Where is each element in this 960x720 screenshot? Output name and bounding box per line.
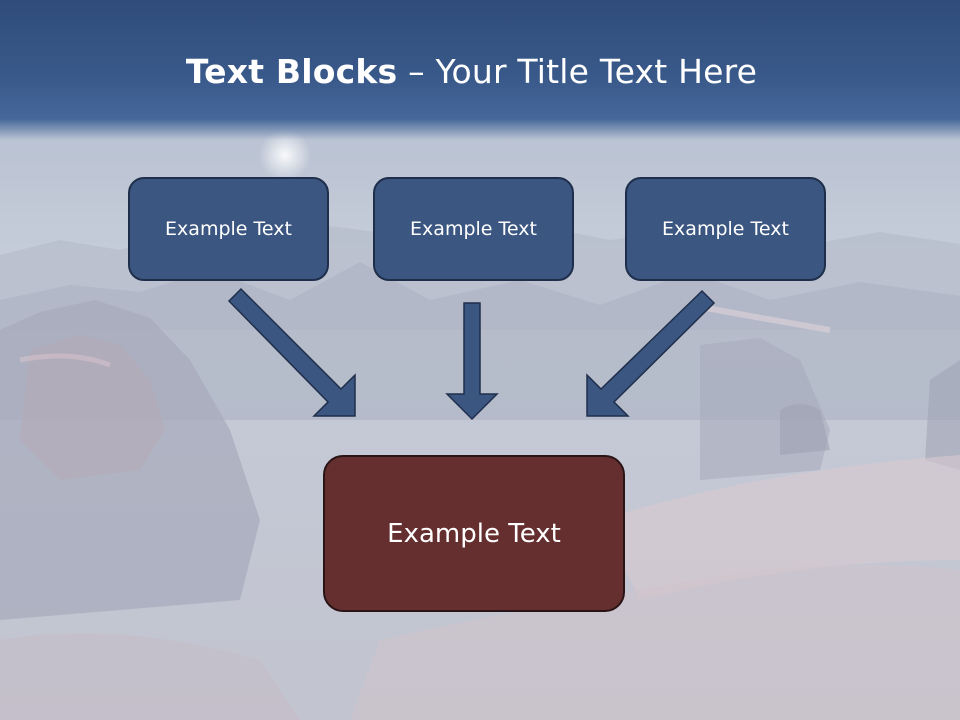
text-block-top-right[interactable]: Example Text [625,177,826,281]
text-block-bottom-label: Example Text [387,518,561,549]
text-block-top-left[interactable]: Example Text [128,177,329,281]
text-block-top-right-label: Example Text [662,218,789,240]
text-block-bottom[interactable]: Example Text [323,455,625,612]
title-band [0,0,960,140]
slide-title: Text Blocks – Your Title Text Here [0,52,943,91]
text-block-top-left-label: Example Text [165,218,292,240]
title-bold-part: Text Blocks [185,52,398,91]
text-block-top-center-label: Example Text [410,218,537,240]
text-block-top-center[interactable]: Example Text [373,177,574,281]
title-rest: – Your Title Text Here [397,52,758,91]
